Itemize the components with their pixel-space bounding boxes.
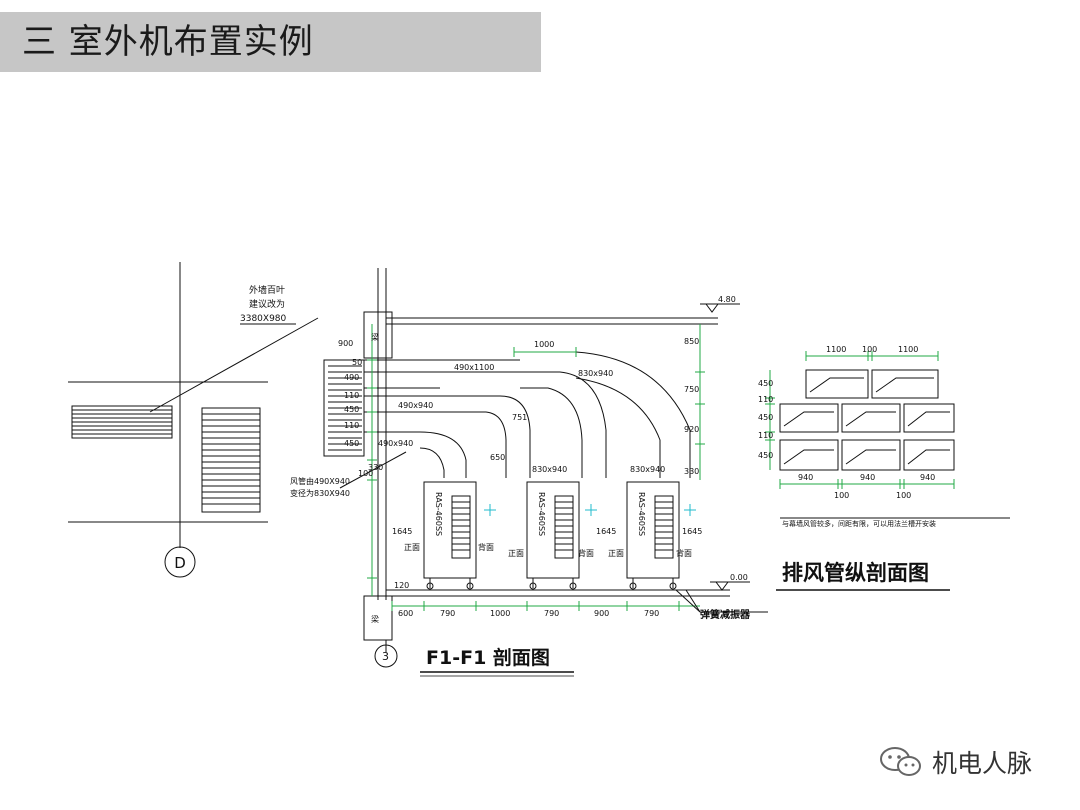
watermark-text: 机电人脉 — [932, 749, 1033, 778]
center-marks-cyan — [484, 504, 696, 516]
beam-label-top: 梁 — [371, 333, 379, 342]
exhaust-dim-bottom-5: 100 — [896, 491, 911, 500]
dim-left-110a: 110 — [344, 391, 359, 400]
dim-left-330: 330 — [368, 463, 383, 472]
unit-model-3: RAS-460SS — [637, 492, 646, 536]
dim-left-1645: 1645 — [392, 527, 412, 536]
duct-note-line2: 变径为830X940 — [290, 488, 350, 498]
dim-left-490: 490 — [344, 373, 359, 382]
dim-bottom-6: 790 — [644, 609, 659, 618]
dim-left-110b: 110 — [344, 421, 359, 430]
exhaust-dim-top-3: 1100 — [898, 345, 918, 354]
unit-model-1: RAS-460SS — [434, 492, 443, 536]
dim-bottom-1: 600 — [398, 609, 413, 618]
duct-size-top: 490x1100 — [454, 363, 494, 372]
exhaust-dim-left-2: 110 — [758, 395, 773, 404]
outdoor-unit-2 — [526, 481, 580, 590]
section-f1-structure — [323, 268, 750, 668]
axis-bubble-3 — [374, 644, 398, 668]
dim-bottom-2: 790 — [440, 609, 455, 618]
outdoor-unit-3 — [626, 481, 680, 590]
dim-right-920: 920 — [684, 425, 699, 434]
exhaust-dim-left-4: 110 — [758, 431, 773, 440]
dim-bottom-5: 900 — [594, 609, 609, 618]
exhaust-dim-left-1: 450 — [758, 379, 773, 388]
section-f1-title: F1-F1 剖面图 — [426, 646, 550, 669]
dim-left-450b: 450 — [344, 439, 359, 448]
page-title: 三 室外机布置实例 — [22, 22, 314, 62]
duct-size-unit1: 830x940 — [532, 465, 567, 474]
plan-louver-right — [201, 407, 261, 513]
spring-leaders — [675, 589, 768, 613]
unit-label-front-3: 正面 — [608, 549, 624, 558]
duct-size-small: 490x940 — [378, 439, 413, 448]
louver-note-line2: 建议改为 — [249, 298, 285, 310]
exhaust-dim-bottom-2: 940 — [860, 473, 875, 482]
plan-view — [68, 262, 319, 578]
unit-model-2: RAS-460SS — [537, 492, 546, 536]
unit-label-back-2: 背面 — [578, 548, 594, 558]
unit-label-front-2: 正面 — [508, 549, 524, 558]
elevation-floor: 0.00 — [730, 573, 748, 582]
exhaust-dim-bottom-4: 100 — [834, 491, 849, 500]
dim-bottom-4: 790 — [544, 609, 559, 618]
watermark: 机电人脉 — [878, 742, 1032, 782]
exhaust-dim-left-5: 450 — [758, 451, 773, 460]
dim-bottom-3: 1000 — [490, 609, 510, 618]
dim-right-850: 850 — [684, 337, 699, 346]
unit-label-back-1: 背面 — [478, 542, 494, 552]
exhaust-dim-bottom-3: 940 — [920, 473, 935, 482]
plan-louver-left — [71, 405, 173, 439]
outdoor-unit-1 — [423, 481, 477, 590]
unit-label-back-3: 背面 — [676, 548, 692, 558]
dim-duct-751: 751 — [512, 413, 527, 422]
dim-left-900: 900 — [338, 339, 353, 348]
duct-size-mid: 490x940 — [398, 401, 433, 410]
wechat-icon — [880, 747, 921, 776]
duct-size-unit2: 830x940 — [630, 465, 665, 474]
dimension-lines-green — [367, 324, 705, 611]
exhaust-dim-bottom-1: 940 — [798, 473, 813, 482]
spring-damper-label: 弹簧减振器 — [700, 608, 751, 621]
louver-note-line1: 外墙百叶 — [249, 284, 285, 296]
unit-label-front-1: 正面 — [404, 543, 420, 552]
duct-size-upper-right: 830x940 — [578, 369, 613, 378]
beam-label-bottom: 梁 — [371, 615, 379, 624]
exhaust-dim-left-3: 450 — [758, 413, 773, 422]
dim-right-750: 750 — [684, 385, 699, 394]
louver-note-line3: 3380X980 — [240, 314, 287, 324]
dim-duct-650: 650 — [490, 453, 505, 462]
dim-top-span: 1000 — [534, 340, 554, 349]
exhaust-note: 与幕墙风管较多，间距有限，可以用法兰槽开安装 — [782, 519, 936, 528]
duct-note-line1: 风管由490X940 — [290, 476, 350, 486]
axis-label-d: D — [174, 554, 186, 572]
dim-left-120: 120 — [394, 581, 409, 590]
title-bar: 三 室外机布置实例 — [0, 12, 541, 72]
exhaust-dimension-lines — [765, 351, 955, 489]
axis-label-3: 3 — [382, 650, 389, 663]
dim-right-330: 330 — [684, 467, 699, 476]
dim-right-1645b: 1645 — [682, 527, 702, 536]
axis-bubble-d — [164, 546, 196, 578]
dim-left-50: 50 — [352, 358, 362, 367]
exhaust-dim-top-1: 1100 — [826, 345, 846, 354]
exhaust-section-drawing — [779, 369, 1010, 519]
dim-right-1645a: 1645 — [596, 527, 616, 536]
elevation-top: 4.80 — [718, 295, 736, 304]
exhaust-dim-top-2: 100 — [862, 345, 877, 354]
dim-left-450: 450 — [344, 405, 359, 414]
exhaust-section-title: 排风管纵剖面图 — [782, 561, 929, 585]
